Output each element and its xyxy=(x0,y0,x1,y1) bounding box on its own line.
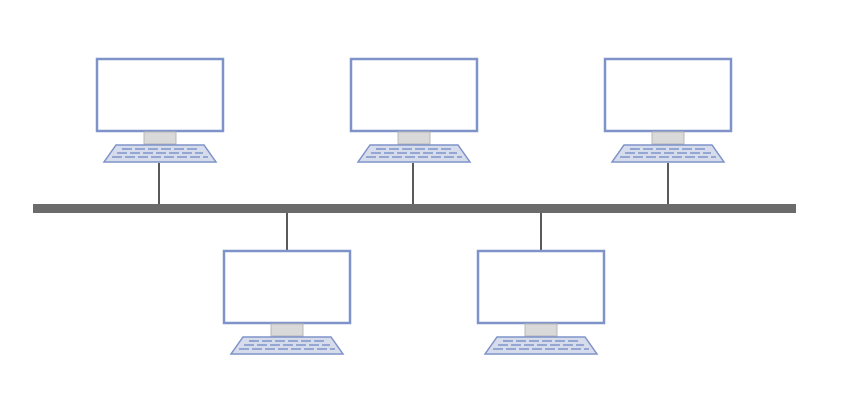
computer-icon xyxy=(476,249,606,355)
computer-node-2 xyxy=(349,57,479,163)
computer-node-4 xyxy=(222,249,352,355)
computer-icon xyxy=(222,249,352,355)
computer-node-5 xyxy=(476,249,606,355)
monitor-stand xyxy=(651,131,685,145)
monitor-screen xyxy=(95,57,225,133)
computer-icon xyxy=(95,57,225,163)
monitor-screen xyxy=(603,57,733,133)
monitor-screen xyxy=(349,57,479,133)
monitor-stand xyxy=(397,131,431,145)
computer-icon xyxy=(603,57,733,163)
computer-icon xyxy=(349,57,479,163)
bus-backbone xyxy=(33,204,796,213)
monitor-screen xyxy=(222,249,352,325)
monitor-stand xyxy=(270,323,304,337)
monitor-stand xyxy=(524,323,558,337)
computer-node-3 xyxy=(603,57,733,163)
monitor-screen xyxy=(476,249,606,325)
monitor-stand xyxy=(143,131,177,145)
computer-node-1 xyxy=(95,57,225,163)
